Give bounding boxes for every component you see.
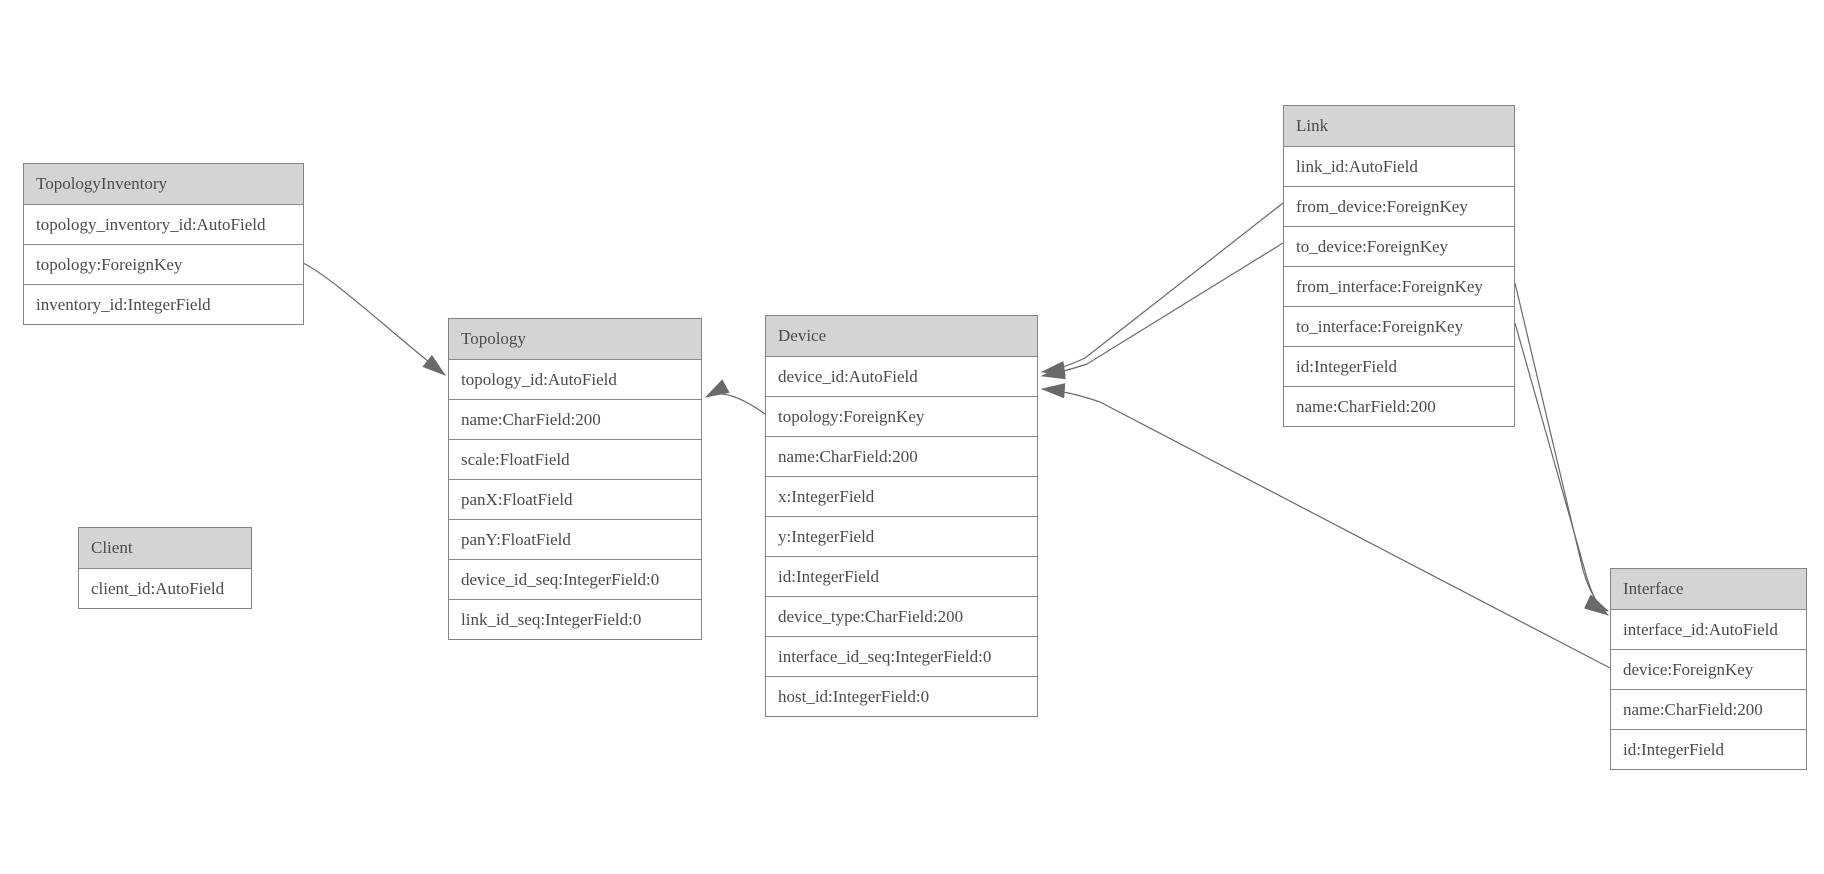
entity-field-row: y:IntegerField bbox=[766, 516, 1037, 556]
entity-field-row: x:IntegerField bbox=[766, 476, 1037, 516]
entity-field-row: name:CharField:200 bbox=[766, 436, 1037, 476]
entity-field-row: topology:ForeignKey bbox=[766, 396, 1037, 436]
entity-topologyinventory-title: TopologyInventory bbox=[24, 164, 303, 204]
entity-field-row: to_interface:ForeignKey bbox=[1284, 306, 1514, 346]
entity-field-row: id:IntegerField bbox=[766, 556, 1037, 596]
entity-field-row: interface_id_seq:IntegerField:0 bbox=[766, 636, 1037, 676]
entity-field-row: name:CharField:200 bbox=[449, 399, 701, 439]
edge-link-tointerface-interface bbox=[1514, 322, 1609, 616]
entity-field-row: panX:FloatField bbox=[449, 479, 701, 519]
edge-device-topology bbox=[704, 379, 766, 415]
entity-device: Device device_id:AutoField topology:Fore… bbox=[765, 315, 1038, 717]
entity-field-row: inventory_id:IntegerField bbox=[24, 284, 303, 324]
entity-field-row: id:IntegerField bbox=[1611, 729, 1806, 769]
entity-topology: Topology topology_id:AutoField name:Char… bbox=[448, 318, 702, 640]
entity-interface-title: Interface bbox=[1611, 569, 1806, 609]
entity-field-row: to_device:ForeignKey bbox=[1284, 226, 1514, 266]
entity-field-row: topology_inventory_id:AutoField bbox=[24, 204, 303, 244]
entity-topologyinventory: TopologyInventory topology_inventory_id:… bbox=[23, 163, 304, 325]
entity-interface: Interface interface_id:AutoField device:… bbox=[1610, 568, 1807, 770]
entity-field-row: panY:FloatField bbox=[449, 519, 701, 559]
edge-interface-device-device bbox=[1040, 383, 1611, 669]
entity-client-title: Client bbox=[79, 528, 251, 568]
entity-topology-title: Topology bbox=[449, 319, 701, 359]
entity-field-row: from_interface:ForeignKey bbox=[1284, 266, 1514, 306]
entity-field-row: device:ForeignKey bbox=[1611, 649, 1806, 689]
entity-field-row: from_device:ForeignKey bbox=[1284, 186, 1514, 226]
edge-link-frominterface-interface bbox=[1514, 282, 1610, 612]
entity-field-row: topology_id:AutoField bbox=[449, 359, 701, 399]
edge-link-fromdevice-device bbox=[1040, 202, 1284, 377]
entity-field-row: interface_id:AutoField bbox=[1611, 609, 1806, 649]
entity-field-row: link_id:AutoField bbox=[1284, 146, 1514, 186]
entity-field-row: host_id:IntegerField:0 bbox=[766, 676, 1037, 716]
entity-field-row: name:CharField:200 bbox=[1284, 386, 1514, 426]
entity-field-row: client_id:AutoField bbox=[79, 568, 251, 608]
edge-topologyinventory-topology bbox=[302, 262, 446, 376]
entity-client: Client client_id:AutoField bbox=[78, 527, 252, 609]
entity-field-row: scale:FloatField bbox=[449, 439, 701, 479]
entity-field-row: name:CharField:200 bbox=[1611, 689, 1806, 729]
entity-device-title: Device bbox=[766, 316, 1037, 356]
entity-field-row: topology:ForeignKey bbox=[24, 244, 303, 284]
entity-field-row: link_id_seq:IntegerField:0 bbox=[449, 599, 701, 639]
edge-link-todevice-device bbox=[1040, 242, 1284, 380]
entity-field-row: id:IntegerField bbox=[1284, 346, 1514, 386]
entity-field-row: device_type:CharField:200 bbox=[766, 596, 1037, 636]
entity-link: Link link_id:AutoField from_device:Forei… bbox=[1283, 105, 1515, 427]
entity-field-row: device_id_seq:IntegerField:0 bbox=[449, 559, 701, 599]
entity-field-row: device_id:AutoField bbox=[766, 356, 1037, 396]
entity-link-title: Link bbox=[1284, 106, 1514, 146]
